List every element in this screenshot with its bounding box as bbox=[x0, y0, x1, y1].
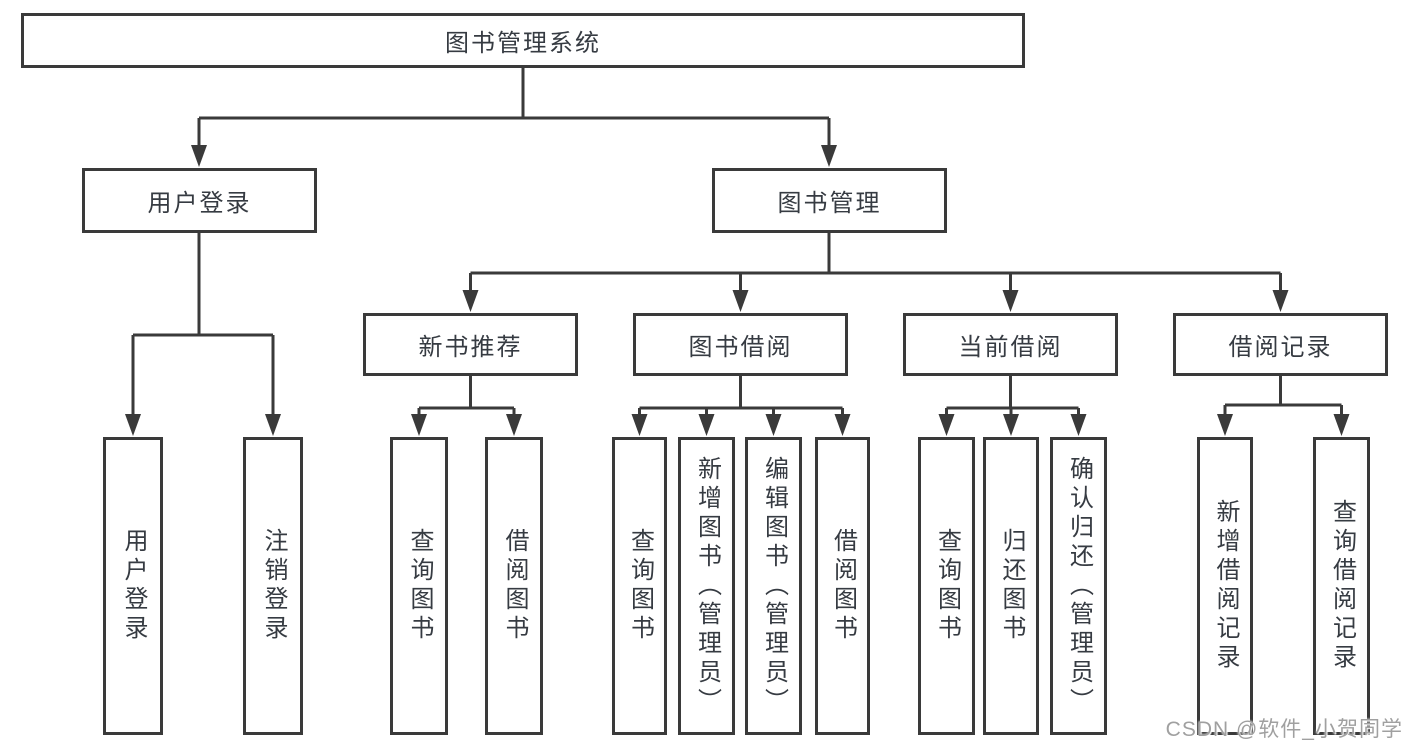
node-book-borrowing: 图书借阅 bbox=[633, 313, 848, 376]
node-label: 图书管理系统 bbox=[445, 30, 601, 57]
node-label: 当前借阅 bbox=[958, 334, 1063, 361]
node-add-borrow-record: 新增借阅记录 bbox=[1197, 437, 1253, 735]
node-label: 图书借阅 bbox=[688, 334, 793, 361]
node-user-login: 用户登录 bbox=[82, 168, 317, 233]
node-confirm-return-admin: 确认归还（管理员） bbox=[1050, 437, 1107, 735]
node-query-borrow-record: 查询借阅记录 bbox=[1313, 437, 1370, 735]
node-label: 新增借阅记录 bbox=[1212, 499, 1239, 673]
node-query-books-borrowing: 查询图书 bbox=[612, 437, 667, 735]
node-label: 归还图书 bbox=[998, 528, 1025, 644]
node-borrow-books-borrowing: 借阅图书 bbox=[815, 437, 870, 735]
node-label: 用户登录 bbox=[120, 528, 147, 644]
node-user-login-action: 用户登录 bbox=[103, 437, 163, 735]
node-logout-action: 注销登录 bbox=[243, 437, 303, 735]
node-borrowing-records: 借阅记录 bbox=[1173, 313, 1388, 376]
node-edit-books-admin: 编辑图书（管理员） bbox=[745, 437, 802, 735]
node-query-books-current: 查询图书 bbox=[918, 437, 975, 735]
node-label: 查询借阅记录 bbox=[1328, 499, 1356, 673]
node-library-system: 图书管理系统 bbox=[21, 13, 1025, 68]
node-label: 确认归还（管理员） bbox=[1065, 455, 1093, 717]
watermark: CSDN @软件_小贺同学 bbox=[1165, 718, 1403, 741]
node-new-book-recommendation: 新书推荐 bbox=[363, 313, 578, 376]
node-label: 用户登录 bbox=[147, 190, 252, 217]
node-label: 图书管理 bbox=[777, 190, 882, 217]
node-label: 新书推荐 bbox=[418, 334, 523, 361]
node-query-books-recommend: 查询图书 bbox=[390, 437, 448, 735]
node-label: 查询图书 bbox=[406, 528, 433, 644]
node-label: 借阅图书 bbox=[501, 528, 528, 644]
node-borrow-books-recommend: 借阅图书 bbox=[485, 437, 543, 735]
node-label: 借阅图书 bbox=[829, 528, 857, 644]
node-label: 查询图书 bbox=[626, 528, 654, 644]
node-label: 新增图书（管理员） bbox=[693, 455, 721, 717]
node-label: 查询图书 bbox=[933, 528, 961, 644]
node-add-books-admin: 新增图书（管理员） bbox=[678, 437, 735, 735]
node-return-books: 归还图书 bbox=[983, 437, 1039, 735]
node-current-borrowing: 当前借阅 bbox=[903, 313, 1118, 376]
node-label: 编辑图书（管理员） bbox=[760, 455, 788, 717]
node-book-management: 图书管理 bbox=[712, 168, 947, 233]
node-label: 借阅记录 bbox=[1228, 334, 1333, 361]
node-label: 注销登录 bbox=[260, 528, 287, 644]
